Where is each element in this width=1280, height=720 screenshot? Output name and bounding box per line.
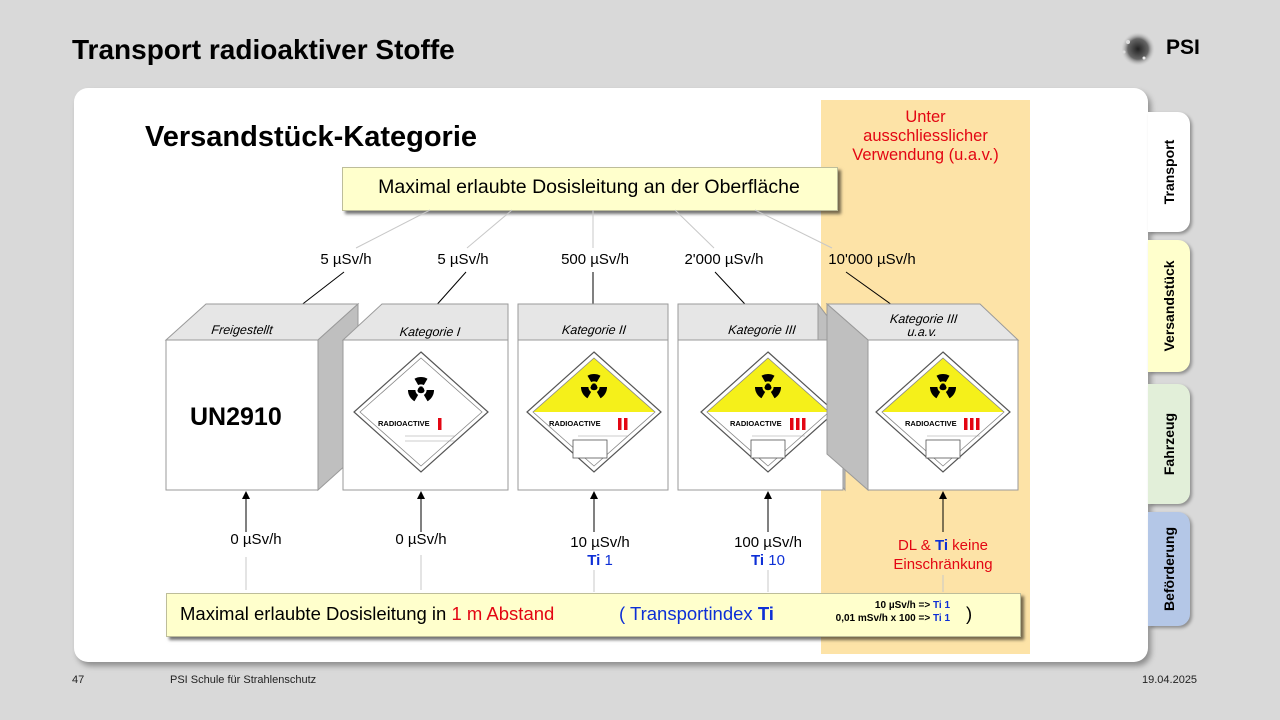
tab-fahrzeug-label: Fahrzeug — [1161, 413, 1177, 475]
distance-dose-text: Maximal erlaubte Dosisleitung in 1 m Abs… — [180, 603, 554, 625]
distance-rate-4: 100 µSv/h Ti 10 — [708, 534, 828, 570]
distance-rate-2: 0 µSv/h — [361, 531, 481, 548]
distance-rate-4-value: 100 µSv/h — [708, 534, 828, 552]
footer-org: PSI Schule für Strahlenschutz — [170, 674, 316, 686]
distance-rate-5-line2: Einschränkung — [868, 555, 1018, 574]
cube-label-5: Kategorie III u.a.v. — [837, 313, 1010, 339]
ti-examples: 10 µSv/h => Ti 1 0,01 mSv/h x 100 => Ti … — [800, 599, 950, 625]
cat-bar — [618, 418, 622, 430]
page-number: 47 — [72, 674, 84, 686]
cat-bar — [970, 418, 974, 430]
cat-bar — [802, 418, 806, 430]
tab-transport[interactable]: Transport — [1148, 112, 1190, 232]
cat-bar — [438, 418, 442, 430]
transport-index-text: ( Transportindex Ti — [619, 603, 774, 625]
distance-rate-5: DL & Ti keine Einschränkung — [868, 536, 1018, 574]
tab-versandstueck-label: Versandstück — [1161, 260, 1177, 351]
tab-transport-label: Transport — [1161, 140, 1177, 205]
distance-rate-5-line1: DL & Ti keine — [868, 536, 1018, 555]
cube-label-1: Freigestellt — [156, 324, 327, 337]
un-number: UN2910 — [190, 403, 282, 432]
distance-rate-3: 10 µSv/h Ti 1 — [540, 534, 660, 570]
placard-text-1: RADIOACTIVE — [378, 419, 430, 428]
tab-versandstueck[interactable]: Versandstück — [1148, 240, 1190, 372]
placard-text-3: RADIOACTIVE — [730, 419, 782, 428]
footer-date: 19.04.2025 — [1142, 674, 1197, 686]
cube-label-5-line2: u.a.v. — [837, 326, 1008, 339]
transport-index-close: ) — [966, 603, 972, 625]
cat-bar — [624, 418, 628, 430]
distance-rate-4-ti: Ti 10 — [708, 552, 828, 570]
distance-rate-1: 0 µSv/h — [196, 531, 316, 548]
cat-bar — [790, 418, 794, 430]
placard-text-2: RADIOACTIVE — [549, 419, 601, 428]
cat-bar — [976, 418, 980, 430]
cube-label-4: Kategorie III — [676, 324, 847, 337]
tab-befoerderung[interactable]: Beförderung — [1148, 512, 1190, 626]
distance-rate-3-ti: Ti 1 — [540, 552, 660, 570]
tab-fahrzeug[interactable]: Fahrzeug — [1148, 384, 1190, 504]
cat-bar — [796, 418, 800, 430]
tab-befoerderung-label: Beförderung — [1161, 527, 1177, 611]
cat-bar — [964, 418, 968, 430]
distance-rate-3-value: 10 µSv/h — [540, 534, 660, 552]
placard-text-4: RADIOACTIVE — [905, 419, 957, 428]
cube-label-2: Kategorie I — [344, 326, 515, 339]
cube-label-3: Kategorie II — [508, 324, 679, 337]
